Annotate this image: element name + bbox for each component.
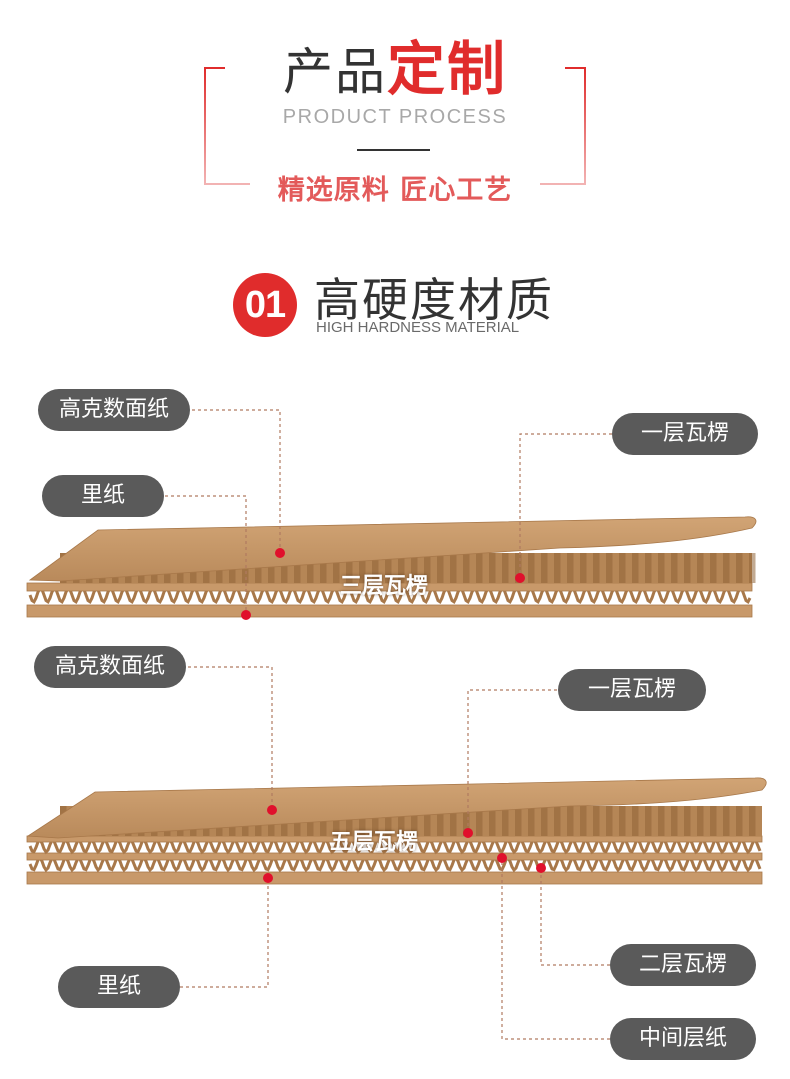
bottom-liner-sheet: [26, 871, 763, 885]
header-bracket-frame: [204, 67, 586, 185]
label-layer1-5: 一层瓦楞: [558, 669, 706, 711]
top-face-sheet: [28, 516, 757, 582]
three-layer-board: [26, 516, 757, 618]
section-subtitle: HIGH HARDNESS MATERIAL: [316, 319, 520, 336]
five-layer-label: 五层瓦楞: [330, 830, 419, 855]
label-layer2-5: 二层瓦楞: [610, 944, 756, 986]
top-face-sheet: [26, 777, 767, 839]
five-layer-board: [26, 777, 767, 885]
tagline: 精选原料 匠心工艺: [277, 175, 513, 206]
label-layer1-3: 一层瓦楞: [612, 413, 758, 455]
page-title-red: 定制: [386, 35, 507, 103]
marker-dots: [241, 548, 546, 883]
page-subtitle: PRODUCT PROCESS: [282, 106, 508, 128]
label-liner-3: 里纸: [42, 475, 164, 517]
section-number-badge: 01: [233, 273, 297, 337]
title-underline: [357, 149, 430, 151]
page-title: 产品定制: [0, 22, 790, 103]
three-layer-label: 三层瓦楞: [340, 574, 429, 599]
page-title-dark: 产品: [282, 43, 387, 101]
label-middle-paper-5: 中间层纸: [610, 1018, 756, 1060]
label-liner-5: 里纸: [58, 966, 180, 1008]
label-face-paper-3: 高克数面纸: [38, 389, 190, 431]
section-title: 高硬度材质: [314, 273, 554, 327]
label-face-paper-5: 高克数面纸: [34, 646, 186, 688]
leader-lines: [165, 409, 612, 1040]
middle-sheet: [26, 852, 763, 861]
bottom-liner-sheet: [26, 604, 753, 618]
